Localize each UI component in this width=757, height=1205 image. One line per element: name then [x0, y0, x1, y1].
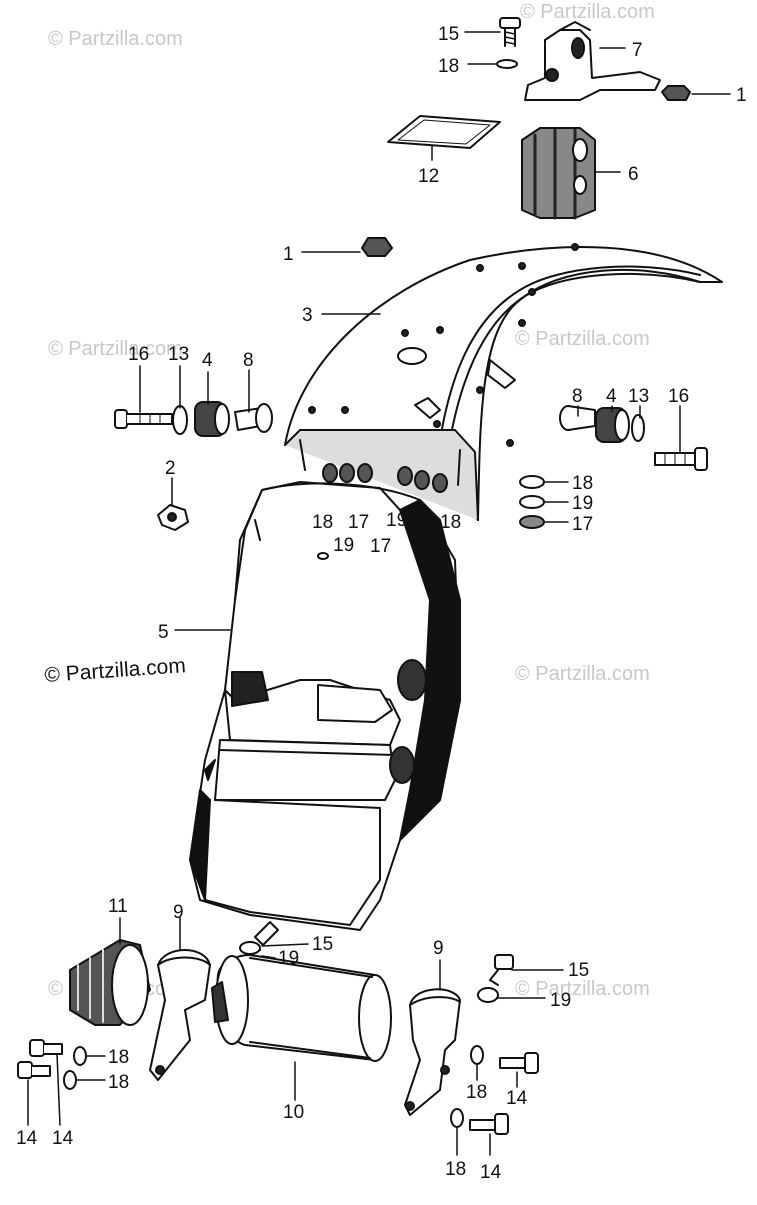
- watermarks: © Partzilla.com © Partzilla.com © Partzi…: [44, 1, 655, 1000]
- callout-label: 9: [433, 938, 444, 959]
- callout-label: 17: [348, 512, 369, 533]
- nut-part-1: [361, 237, 393, 257]
- callout-label: 13: [628, 386, 649, 407]
- collar-part-8: [559, 405, 596, 431]
- collar-part-8: [234, 403, 273, 433]
- callout-label: 17: [370, 536, 391, 557]
- watermark: © Partzilla.com: [48, 338, 183, 360]
- callout-label: 18: [440, 512, 461, 533]
- nut-part-1: [661, 85, 691, 101]
- callout-label: 6: [628, 164, 639, 185]
- inner-fender-part-5: [189, 481, 461, 931]
- callout-label: 17: [572, 514, 593, 535]
- washer-part-19: [519, 495, 545, 509]
- grommet-part-4: [194, 401, 230, 437]
- callout-label: 8: [243, 350, 254, 371]
- watermark: © Partzilla.com: [515, 663, 650, 685]
- callout-label: 18: [466, 1082, 487, 1103]
- callout-label: 15: [438, 24, 459, 45]
- washer-part-18: [470, 1045, 484, 1065]
- callout-label: 19: [333, 535, 354, 556]
- callout-label: 12: [418, 166, 439, 187]
- cylinder-part-10: [211, 954, 392, 1062]
- washer-part-19: [239, 941, 261, 955]
- clamp-part-9: [149, 949, 211, 1081]
- callout-label: 10: [283, 1102, 304, 1123]
- rubber-mount-part-6: [521, 127, 596, 220]
- callout-label: 18: [108, 1047, 129, 1068]
- callout-label: 16: [668, 386, 689, 407]
- callout-label: 9: [173, 902, 184, 923]
- watermark: © Partzilla.com: [520, 1, 655, 23]
- callout-label: 15: [568, 960, 589, 981]
- clamp-part-9: [404, 988, 461, 1116]
- callout-label: 5: [158, 622, 169, 643]
- callout-label: 14: [52, 1128, 74, 1149]
- callout-label: 18: [438, 56, 459, 77]
- bolt-part-14: [499, 1052, 539, 1074]
- callout-label: 1: [283, 244, 294, 265]
- callout-label: 2: [165, 458, 176, 479]
- callout-label: 4: [202, 350, 213, 371]
- washer-part-18: [63, 1070, 77, 1090]
- nut-part-17: [519, 515, 545, 529]
- callout-label: 14: [480, 1162, 502, 1183]
- callout-label: 19: [278, 948, 299, 969]
- leader-lines: [27, 31, 731, 1156]
- callout-label: 19: [550, 990, 571, 1011]
- bolt-part-14: [469, 1113, 509, 1135]
- callout-label: 14: [506, 1088, 528, 1109]
- washer-part-18: [496, 59, 518, 69]
- callout-label: 14: [16, 1128, 38, 1149]
- bolt-part-14: [17, 1061, 51, 1079]
- washer-part-13: [172, 405, 188, 435]
- callout-label: 1: [736, 85, 747, 106]
- rear-fender-part-3: [284, 243, 723, 521]
- callout-labels: 15 18 7 1 12 6 1 3 16 13 4 8 8 4 13 16 2…: [16, 24, 747, 1183]
- bracket-part-7: [524, 21, 661, 101]
- bolt-part-16: [114, 409, 173, 429]
- washer-part-18: [73, 1046, 87, 1066]
- callout-label: 13: [168, 344, 189, 365]
- callout-label: 18: [572, 473, 593, 494]
- bolt-part-16: [654, 447, 708, 471]
- callout-label: 15: [312, 934, 333, 955]
- washer-part-19: [477, 987, 499, 1003]
- callout-label: 8: [572, 386, 583, 407]
- callout-label: 4: [606, 386, 617, 407]
- washer-part-18: [450, 1108, 464, 1128]
- bolt-part-15: [499, 17, 521, 47]
- watermark: © Partzilla.com: [515, 978, 650, 1000]
- light-cap-part-11: [69, 939, 151, 1026]
- bolt-part-14: [29, 1039, 63, 1057]
- callout-label: 18: [108, 1072, 129, 1093]
- callout-label: 18: [312, 512, 333, 533]
- callout-label: 11: [108, 896, 128, 917]
- washer-part-18: [519, 475, 545, 489]
- fender-mount-hardware: [322, 463, 448, 493]
- callout-label: 19: [572, 493, 593, 514]
- callout-label: 18: [445, 1159, 466, 1180]
- grommet-part-4: [595, 407, 630, 443]
- washer-part-13: [631, 414, 645, 442]
- watermark: © Partzilla.com: [48, 28, 183, 50]
- callout-label: 19: [386, 510, 407, 531]
- callout-label: 3: [302, 305, 313, 326]
- watermark-main: © Partzilla.com: [44, 654, 187, 687]
- bolt-part-15: [489, 954, 514, 986]
- callout-label: 7: [632, 40, 643, 61]
- clip-part-2: [157, 504, 189, 531]
- callout-label: 16: [128, 344, 149, 365]
- watermark: © Partzilla.com: [515, 328, 650, 350]
